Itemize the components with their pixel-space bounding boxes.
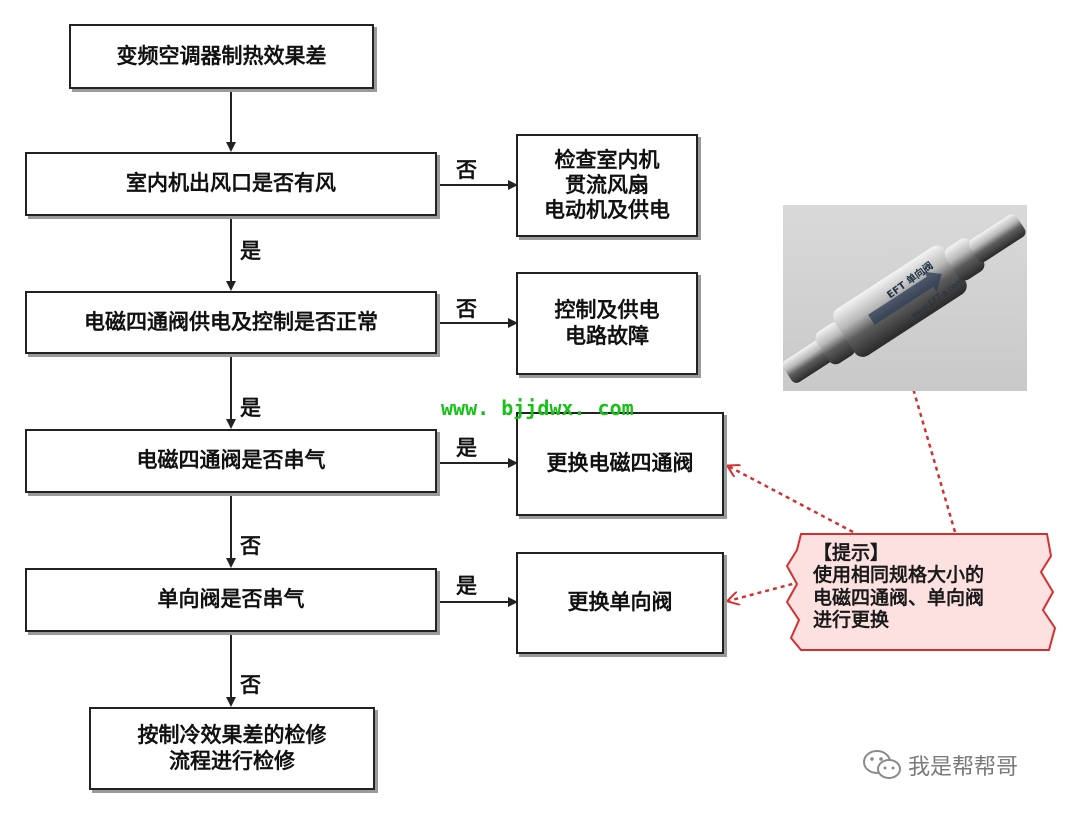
node-q2: 电磁四通阀供电及控制是否正常 (25, 291, 437, 354)
node-q4: 单向阀是否串气 (25, 568, 437, 632)
node-q1: 室内机出风口是否有风 (25, 152, 437, 216)
node-q3: 电磁四通阀是否串气 (25, 429, 437, 493)
tip-callout-shape (785, 533, 1057, 651)
tip-callout: 【提示】 使用相同规格大小的 电磁四通阀、单向阀 进行更换 (783, 530, 1061, 654)
node-r1: 检查室内机 贯流风扇 电动机及供电 (516, 134, 698, 237)
label-q4-no: 否 (240, 673, 261, 697)
dotted-arrow-to-r3 (728, 466, 854, 534)
tip-line-2: 电磁四通阀、单向阀 (813, 586, 985, 609)
tip-text: 【提示】 使用相同规格大小的 电磁四通阀、单向阀 进行更换 (813, 542, 984, 632)
label-q3-no: 否 (240, 534, 261, 558)
node-start: 变频空调器制热效果差 (69, 24, 374, 89)
wechat-icon (863, 750, 901, 779)
tip-line-3: 进行更换 (813, 609, 890, 632)
check-valve-illustration (783, 214, 1026, 383)
label-q1-yes: 是 (240, 239, 261, 263)
node-end: 按制冷效果差的检修 流程进行检修 (89, 707, 375, 790)
label-q3-yes: 是 (456, 436, 477, 460)
account-watermark: 我是帮帮哥 (862, 748, 1018, 782)
label-q2-yes: 是 (240, 396, 261, 420)
label-q1-no: 否 (456, 158, 477, 182)
watermark-text: 我是帮帮哥 (908, 755, 1019, 780)
check-valve-photo: EFT 单向阀 www.EFT-a.com (783, 205, 1027, 391)
label-q2-no: 否 (456, 297, 477, 321)
node-r4: 更换单向阀 (516, 552, 724, 654)
node-r2: 控制及供电 电路故障 (516, 272, 698, 375)
node-r3: 更换电磁四通阀 (516, 412, 724, 516)
tip-line-1: 使用相同规格大小的 (813, 564, 985, 587)
tip-title: 【提示】 (813, 542, 890, 564)
label-q4-yes: 是 (456, 574, 477, 598)
website-watermark: www. bjjdwx. com (441, 396, 634, 420)
